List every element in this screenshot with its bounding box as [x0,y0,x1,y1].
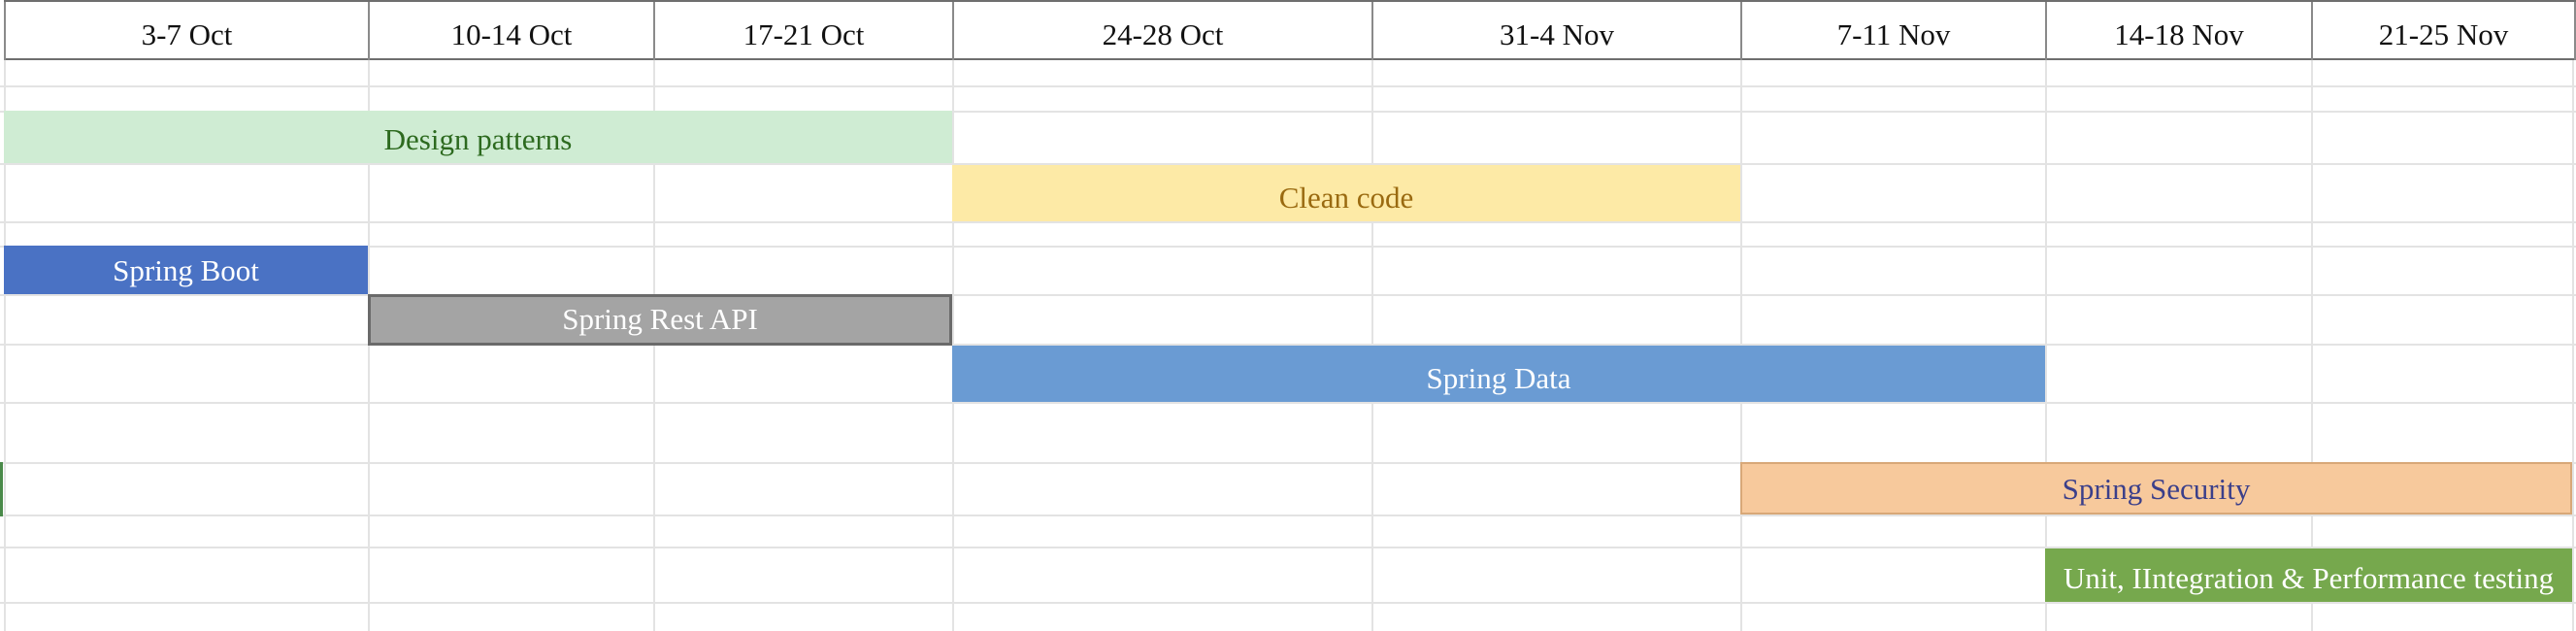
grid-row-line [0,85,2576,87]
grid-column-line [2045,0,2047,631]
grid-row-line [0,402,2576,404]
grid-column-line [1740,0,1742,631]
grid-row-line [0,294,2576,296]
task-bar-clean-code[interactable]: Clean code [952,165,1740,221]
week-header-cell[interactable]: 31-4 Nov [1371,2,1740,60]
grid-column-line [1371,0,1373,631]
week-label: 24-28 Oct [1102,17,1224,51]
task-label: Spring Data [1426,361,1571,395]
task-bar-design-patterns[interactable]: Design patterns [4,111,952,163]
grid-column-line [952,0,954,631]
grid-row-line [0,111,2576,113]
week-label: 17-21 Oct [743,17,865,51]
week-header-cell[interactable]: 21-25 Nov [2311,2,2576,60]
task-bar-testing[interactable]: Unit, IIntegration & Performance testing [2045,548,2572,602]
grid-row-line [0,547,2576,548]
grid-row-line [0,246,2576,248]
week-header-cell[interactable]: 24-28 Oct [952,2,1371,60]
task-bar-spring-security[interactable]: Spring Security [1740,462,2572,515]
task-bar-spring-boot[interactable]: Spring Boot [4,246,368,294]
task-label: Clean code [1278,181,1414,215]
row-edge-marker [0,462,3,516]
task-bar-spring-rest-api[interactable]: Spring Rest API [368,294,952,346]
task-label: Spring Security [2062,472,2251,506]
grid-row-line [0,462,2576,464]
task-label: Unit, IIntegration & Performance testing [2063,561,2555,595]
grid-column-line [2311,0,2313,631]
week-header-cell[interactable]: 10-14 Oct [368,2,653,60]
week-header-cell[interactable]: 14-18 Nov [2045,2,2311,60]
week-label: 3-7 Oct [141,17,233,51]
grid-column-line [2572,0,2574,631]
week-header-row: 3-7 Oct 10-14 Oct 17-21 Oct 24-28 Oct 31… [4,0,2576,60]
task-label: Design patterns [383,122,573,156]
grid-row-line [0,221,2576,223]
task-label: Spring Boot [113,253,259,287]
week-header-cell[interactable]: 7-11 Nov [1740,2,2045,60]
grid-row-line [0,163,2576,165]
week-label: 14-18 Nov [2114,17,2244,51]
task-bar-spring-data[interactable]: Spring Data [952,346,2045,402]
week-label: 7-11 Nov [1836,17,1951,51]
week-label: 10-14 Oct [450,17,573,51]
grid-row-line [0,344,2576,346]
grid-row-line [0,515,2576,516]
week-label: 21-25 Nov [2378,17,2509,51]
week-label: 31-4 Nov [1500,17,1614,51]
task-label: Spring Rest API [562,302,758,336]
week-header-cell[interactable]: 17-21 Oct [653,2,952,60]
grid-column-line [4,0,6,631]
week-header-cell[interactable]: 3-7 Oct [4,2,368,60]
grid-row-line [0,602,2576,604]
